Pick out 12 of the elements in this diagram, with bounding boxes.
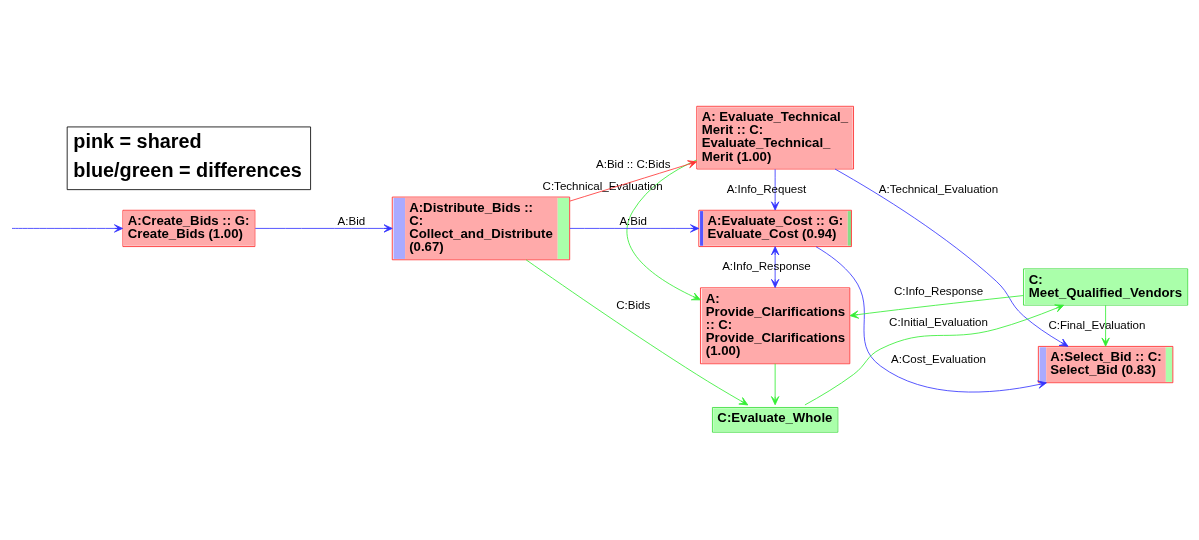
edge-label: A:Bid (619, 214, 648, 227)
edge-label: C:Initial_Evaluation (889, 315, 988, 328)
label: blue/green = differences (73, 158, 302, 181)
edge-label: A:Bid (337, 214, 366, 227)
label: pink = shared (73, 129, 202, 152)
edge-label: A:Bid :: C:Bids (595, 157, 671, 170)
edge-label: A:Cost_Evaluation (891, 352, 987, 365)
edge-label: A:Info_Request (726, 182, 807, 195)
edge-label: A:Technical_Evaluation (878, 182, 999, 195)
edge-label: A:Info_Response (722, 259, 811, 272)
edge-label: C:Info_Response (893, 284, 984, 297)
edge-label: C:Bids (616, 298, 651, 311)
